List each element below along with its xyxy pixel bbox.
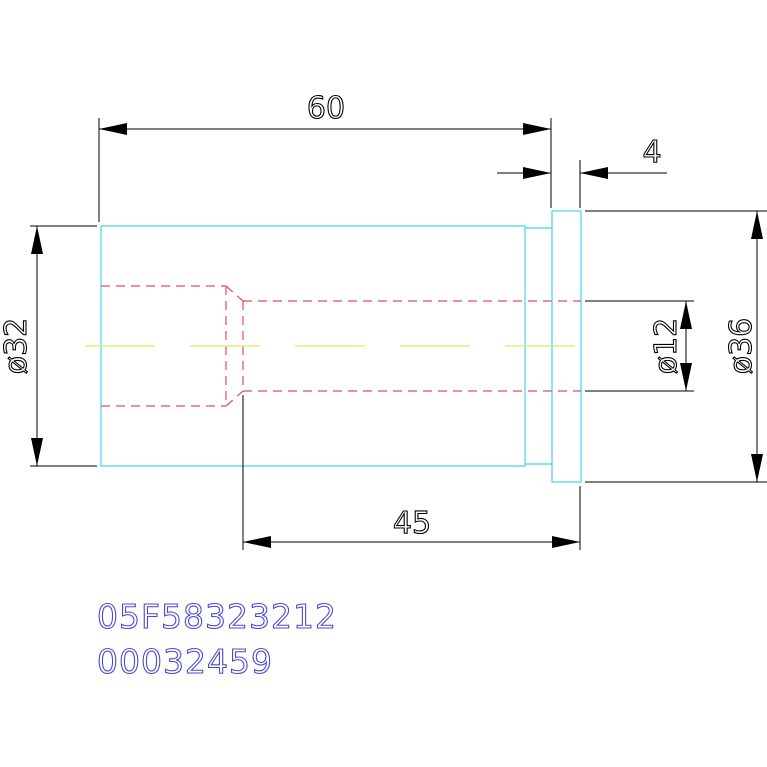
dim-diameter-bore: ø12 [585,300,694,392]
dim-label-4: 4 [642,135,661,170]
dim-overall-length: 60 [98,90,552,222]
dim-diameter-collar: ø36 [585,210,767,483]
dim-collar-width: 4 [497,134,667,208]
part-number-text: 05F58323212 [97,597,337,636]
dim-diameter-body: ø32 [0,225,97,467]
dim-label-d36: ø36 [724,318,759,375]
dim-label-60: 60 [307,91,345,126]
dim-bore-length: 45 [242,395,581,550]
dim-label-45: 45 [393,506,431,541]
serial-number-text: 00032459 [97,642,273,681]
dim-label-d12: ø12 [649,318,684,375]
dim-label-d32: ø32 [0,318,34,375]
